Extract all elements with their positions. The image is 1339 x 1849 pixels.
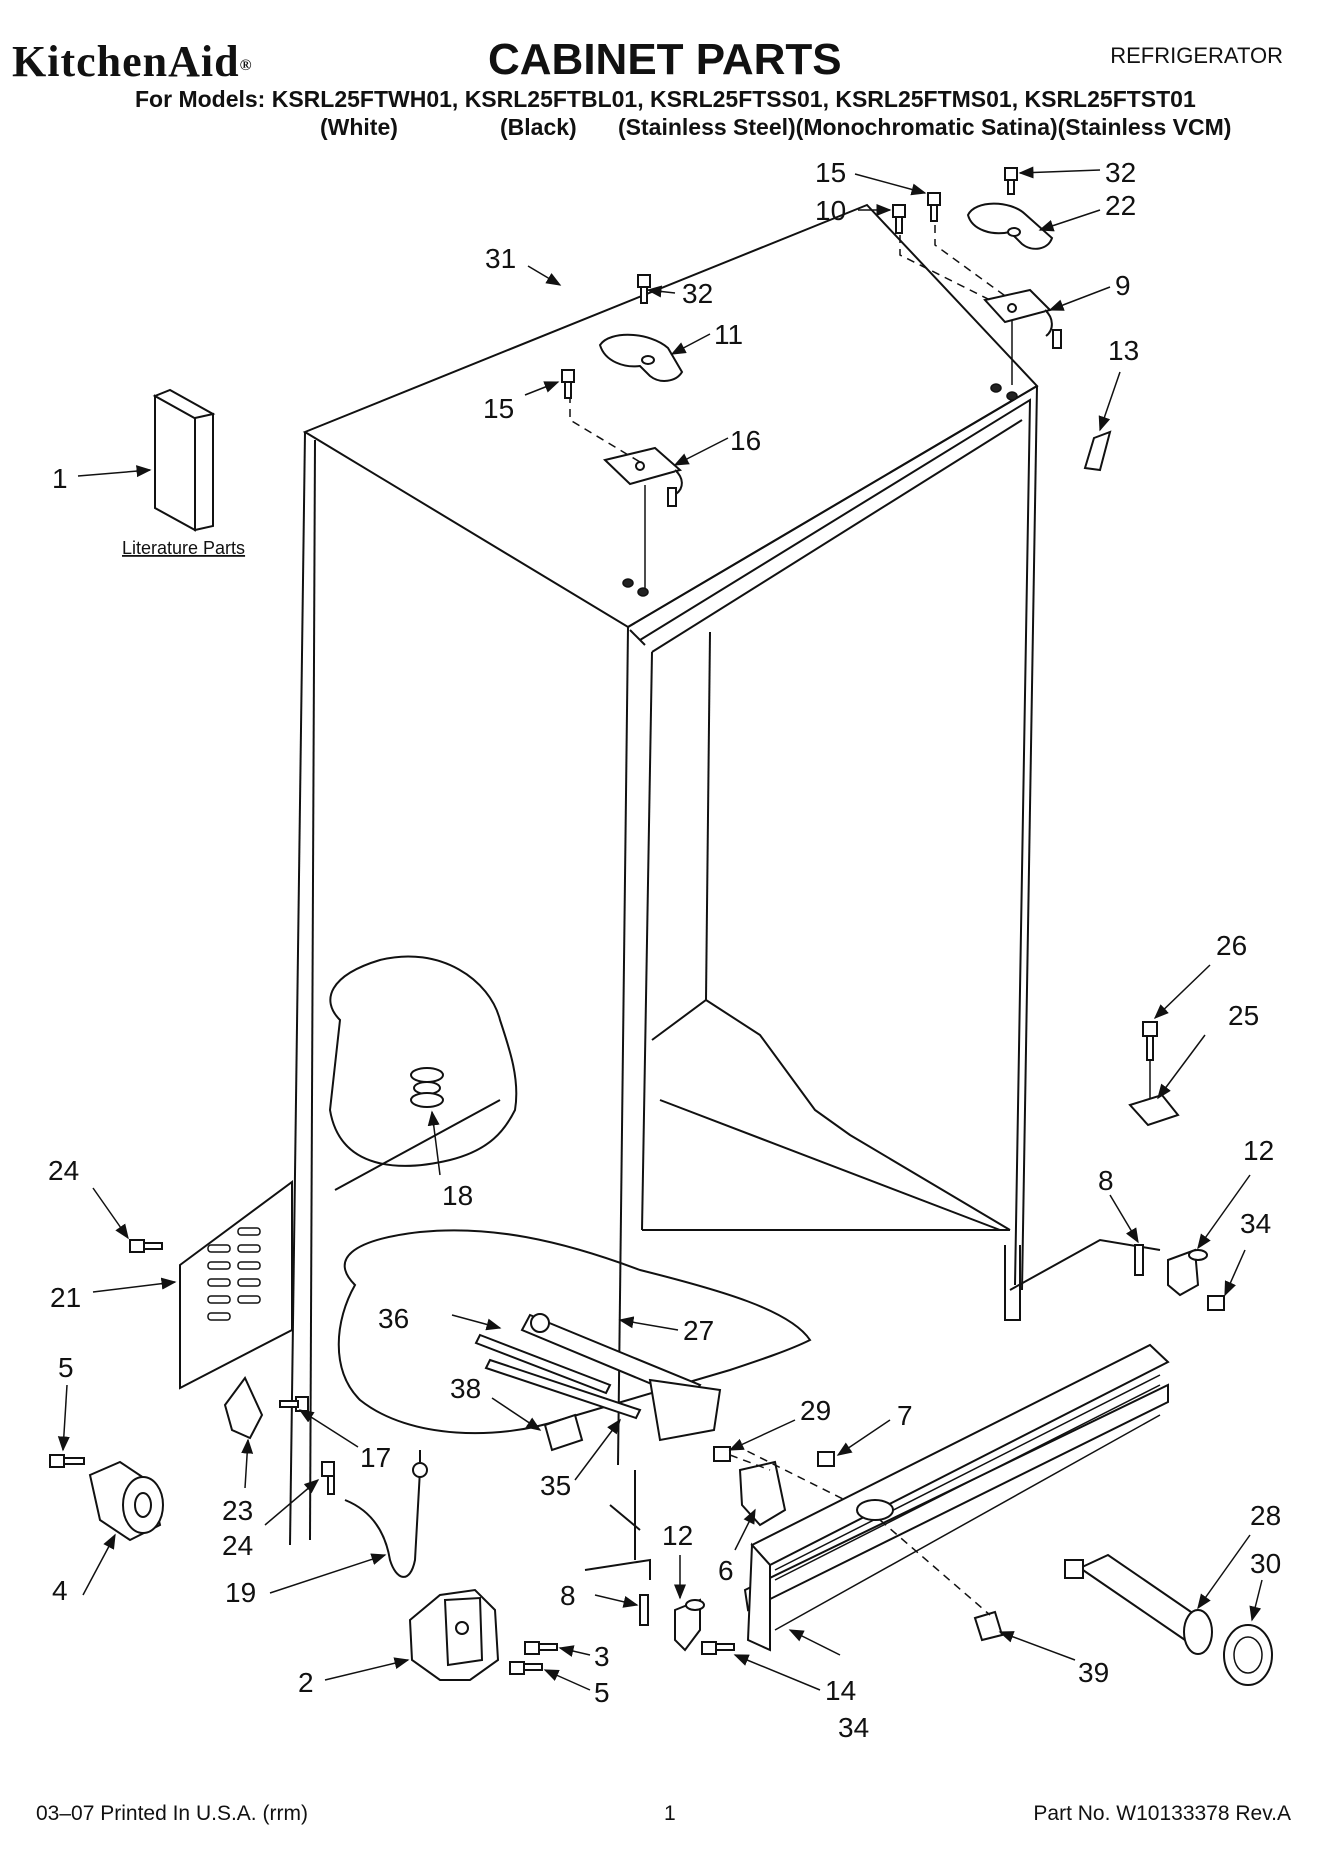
right-side-brackets <box>1009 1021 1225 1311</box>
callout-32-right: 32 <box>1105 157 1136 188</box>
part-28-water-filter <box>1064 1553 1213 1655</box>
callout-3: 3 <box>594 1641 610 1672</box>
callout-24-top: 24 <box>48 1155 79 1186</box>
callout-18: 18 <box>442 1180 473 1211</box>
callout-27: 27 <box>683 1315 714 1346</box>
callout-16: 16 <box>730 425 761 456</box>
callout-2: 2 <box>298 1667 314 1698</box>
callout-11: 11 <box>714 319 743 350</box>
callout-6: 6 <box>718 1555 734 1586</box>
part-18-grommet <box>410 1067 444 1108</box>
callout-7: 7 <box>897 1400 913 1431</box>
variant-steel: (Stainless Steel)(Monochromatic Satina)(… <box>618 114 1232 140</box>
callout-15-left: 15 <box>483 393 514 424</box>
callout-15-right: 15 <box>815 157 846 188</box>
callout-23: 23 <box>222 1495 253 1526</box>
part-13-bracket <box>1083 430 1112 472</box>
callout-8-bottom: 8 <box>560 1580 576 1611</box>
callout-30: 30 <box>1250 1548 1281 1579</box>
variant-black: (Black) <box>500 114 577 140</box>
print-info: 03–07 Printed In U.S.A. (rrm) <box>36 1802 308 1825</box>
part-21-rear-panel <box>129 1180 293 1390</box>
literature-parts-label: Literature Parts <box>122 538 245 558</box>
callout-10: 10 <box>815 195 846 226</box>
parts-lower-left <box>223 1376 428 1578</box>
part-30-filter-cap <box>1223 1624 1273 1686</box>
page-title: CABINET PARTS <box>488 35 842 84</box>
cabinet-shell <box>289 203 1039 1546</box>
models-line: For Models: KSRL25FTWH01, KSRL25FTBL01, … <box>135 86 1196 112</box>
variant-white: (White) <box>320 114 398 140</box>
part-36-rod <box>474 1333 612 1395</box>
callout-24-bottom: 24 <box>222 1530 253 1561</box>
callout-26: 26 <box>1216 930 1247 961</box>
part-38-block <box>543 1413 584 1452</box>
callout-13: 13 <box>1108 335 1139 366</box>
callout-1: 1 <box>52 463 68 494</box>
cutaway-machinery <box>337 1229 812 1435</box>
callout-22: 22 <box>1105 190 1136 221</box>
part-39-clip <box>973 1610 1004 1642</box>
callout-19: 19 <box>225 1577 256 1608</box>
callout-39: 39 <box>1078 1657 1109 1688</box>
callout-17: 17 <box>360 1442 391 1473</box>
lower-center-brackets <box>584 1470 735 1655</box>
leader-lines <box>57 166 1263 1691</box>
part-27-damper <box>520 1313 722 1442</box>
callout-5-bottom: 5 <box>594 1677 610 1708</box>
callout-38: 38 <box>450 1373 481 1404</box>
part-2-bottom-hinge <box>408 1588 558 1681</box>
callout-labels: 1 31 32 11 15 16 15 10 32 22 9 13 18 24 … <box>48 157 1281 1743</box>
filter-dash <box>879 1519 991 1616</box>
part-14-grille <box>743 1343 1170 1652</box>
callout-25: 25 <box>1228 1000 1259 1031</box>
callout-29: 29 <box>800 1395 831 1426</box>
cutaway-base <box>328 955 518 1167</box>
page-number: 1 <box>664 1802 676 1825</box>
top-hinge-right <box>892 167 1062 401</box>
cutaway-edge <box>334 1099 501 1191</box>
top-hinge-left <box>561 274 684 597</box>
callout-34-right: 34 <box>1240 1208 1271 1239</box>
callout-21: 21 <box>50 1282 81 1313</box>
callout-35: 35 <box>540 1470 571 1501</box>
callout-32-left: 32 <box>682 278 713 309</box>
category-label: REFRIGERATOR <box>1110 43 1283 68</box>
part-35-rod <box>484 1358 642 1420</box>
callout-14: 14 <box>825 1675 856 1706</box>
callout-12-bottom: 12 <box>662 1520 693 1551</box>
callout-36: 36 <box>378 1303 409 1334</box>
callout-8-right: 8 <box>1098 1165 1114 1196</box>
part-4-roller <box>49 1454 164 1542</box>
callout-34-bottom: 34 <box>838 1712 869 1743</box>
callout-12-right: 12 <box>1243 1135 1274 1166</box>
callout-9: 9 <box>1115 270 1131 301</box>
callout-5-left: 5 <box>58 1352 74 1383</box>
callout-31: 31 <box>485 243 516 274</box>
brand-logo: KitchenAid® <box>12 37 253 86</box>
callout-4: 4 <box>52 1575 68 1606</box>
literature-book <box>152 388 216 532</box>
callout-28: 28 <box>1250 1500 1281 1531</box>
part-number: Part No. W10133378 Rev.A <box>1033 1802 1291 1825</box>
